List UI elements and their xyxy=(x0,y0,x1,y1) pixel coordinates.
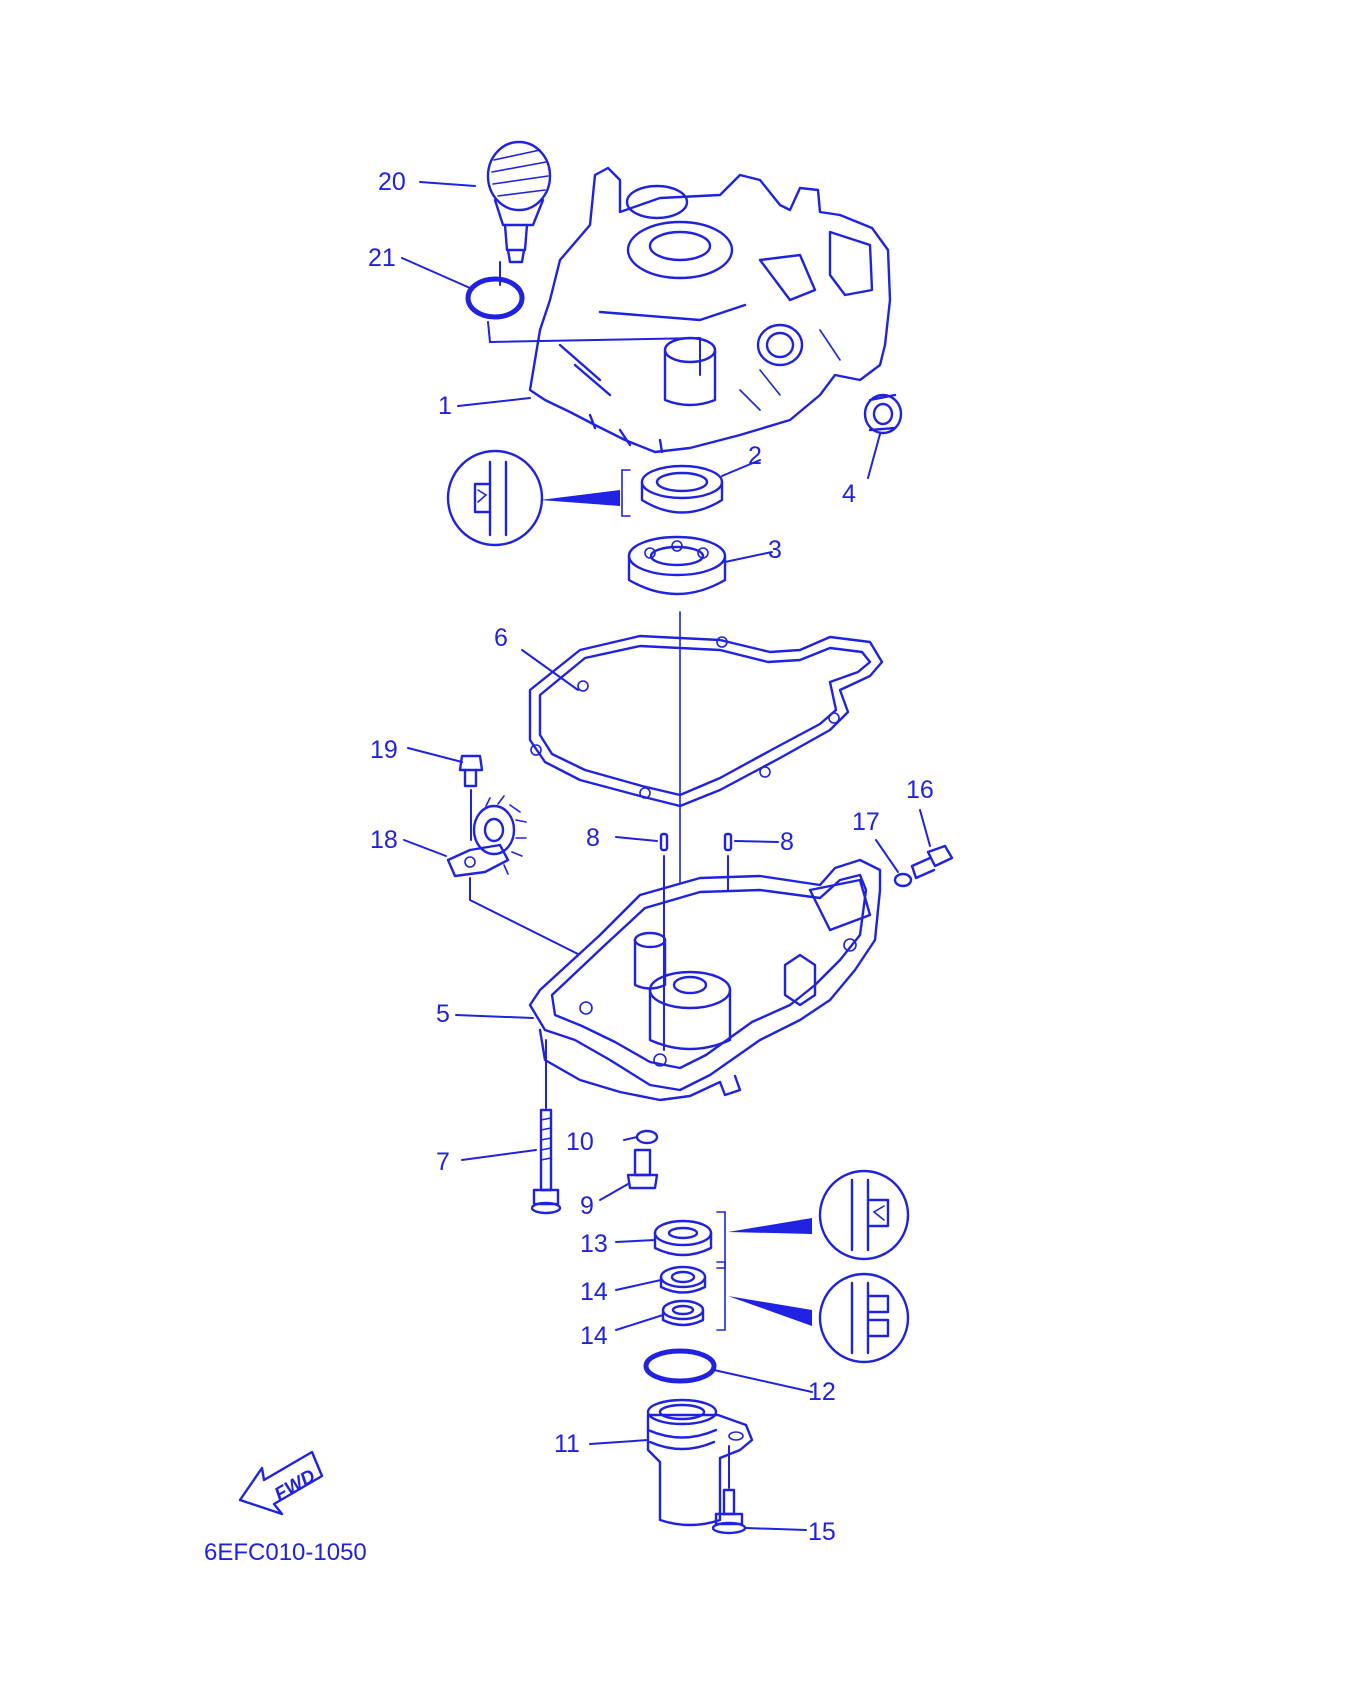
callout-16: 16 xyxy=(906,776,934,804)
part-4-oil-seal[interactable] xyxy=(865,395,901,433)
seal-detail-icon xyxy=(728,1274,908,1362)
callout-2: 2 xyxy=(748,442,762,470)
callout-19: 19 xyxy=(370,736,398,764)
part-16-bolt[interactable] xyxy=(912,846,952,878)
seal-detail-icon xyxy=(728,1171,908,1259)
part-14-oil-seal[interactable] xyxy=(661,1267,705,1293)
callout-5: 5 xyxy=(436,1000,450,1028)
part-3-ball-bearing[interactable] xyxy=(629,537,725,594)
callout-10: 10 xyxy=(566,1128,594,1156)
part-11-housing[interactable] xyxy=(648,1400,752,1525)
callout-3: 3 xyxy=(768,536,782,564)
part-10-washer[interactable] xyxy=(637,1131,657,1143)
diagram-code: 6EFC010-1050 xyxy=(204,1539,367,1566)
part-20-oil-filler-cap[interactable] xyxy=(488,142,550,262)
part-8-dowel-pin[interactable] xyxy=(725,834,731,850)
part-8-dowel-pin[interactable] xyxy=(661,834,667,850)
part-21-o-ring[interactable] xyxy=(468,279,522,317)
part-2-seal-ring[interactable] xyxy=(642,466,722,513)
callout-21: 21 xyxy=(368,244,396,272)
part-18-gear-pump[interactable] xyxy=(448,796,526,876)
fwd-arrow-icon: FWD xyxy=(240,1452,322,1514)
callout-14b: 14 xyxy=(580,1322,608,1350)
part-17-washer[interactable] xyxy=(895,874,911,886)
callout-6: 6 xyxy=(494,624,508,652)
part-9-bolt[interactable] xyxy=(628,1150,657,1188)
seal-detail-icon xyxy=(448,451,620,545)
callout-7: 7 xyxy=(436,1148,450,1176)
callout-labels: 20 21 1 2 3 4 6 19 18 8 8 17 16 5 7 10 9… xyxy=(368,168,934,1546)
callout-15: 15 xyxy=(808,1518,836,1546)
callout-9: 9 xyxy=(580,1192,594,1220)
callout-8b: 8 xyxy=(780,828,794,856)
callout-12: 12 xyxy=(808,1378,836,1406)
part-19-bolt[interactable] xyxy=(460,756,482,786)
part-13-bearing[interactable] xyxy=(655,1221,711,1255)
callout-11: 11 xyxy=(554,1430,580,1458)
part-6-gasket[interactable] xyxy=(530,636,882,806)
callout-17: 17 xyxy=(852,808,880,836)
part-1-upper-crankcase[interactable] xyxy=(530,168,890,452)
part-5-lower-crankcase[interactable] xyxy=(530,860,880,1100)
callout-leaders xyxy=(402,182,930,1530)
callout-1: 1 xyxy=(438,392,452,420)
callout-20: 20 xyxy=(378,168,406,196)
callout-18: 18 xyxy=(370,826,398,854)
part-7-stud-bolt[interactable] xyxy=(532,1110,560,1213)
callout-4: 4 xyxy=(842,480,856,508)
part-14-oil-seal[interactable] xyxy=(663,1301,703,1325)
part-12-o-ring[interactable] xyxy=(646,1351,714,1381)
callout-13: 13 xyxy=(580,1230,608,1258)
callout-8a: 8 xyxy=(586,824,600,852)
callout-14a: 14 xyxy=(580,1278,608,1306)
